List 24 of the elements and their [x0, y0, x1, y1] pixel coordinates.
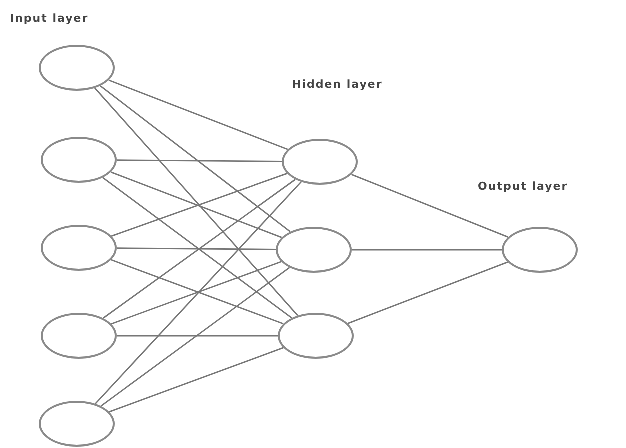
connection-line: [95, 182, 302, 404]
connection-line: [109, 347, 284, 413]
neuron-circle: [278, 313, 354, 359]
connection-line: [348, 262, 508, 324]
connection-line: [94, 88, 298, 316]
neuron-circle: [41, 137, 117, 183]
layer-label: Input layer: [10, 12, 89, 25]
neuron-circle: [41, 313, 117, 359]
connection-line: [352, 249, 502, 251]
connection-line: [116, 160, 282, 162]
neuron-circle: [39, 45, 115, 91]
layer-label: Hidden layer: [292, 78, 383, 91]
connection-line: [117, 335, 278, 337]
neuron-circle: [502, 227, 578, 273]
connection-line: [100, 267, 290, 407]
connection-line: [100, 86, 291, 232]
neuron-circle: [282, 139, 358, 185]
neuron-circle: [276, 227, 352, 273]
connection-line: [117, 248, 276, 250]
neuron-circle: [39, 401, 115, 447]
connection-line: [351, 174, 509, 238]
neuron-circle: [41, 225, 117, 271]
layer-label: Output layer: [478, 180, 568, 193]
connection-line: [108, 80, 288, 150]
